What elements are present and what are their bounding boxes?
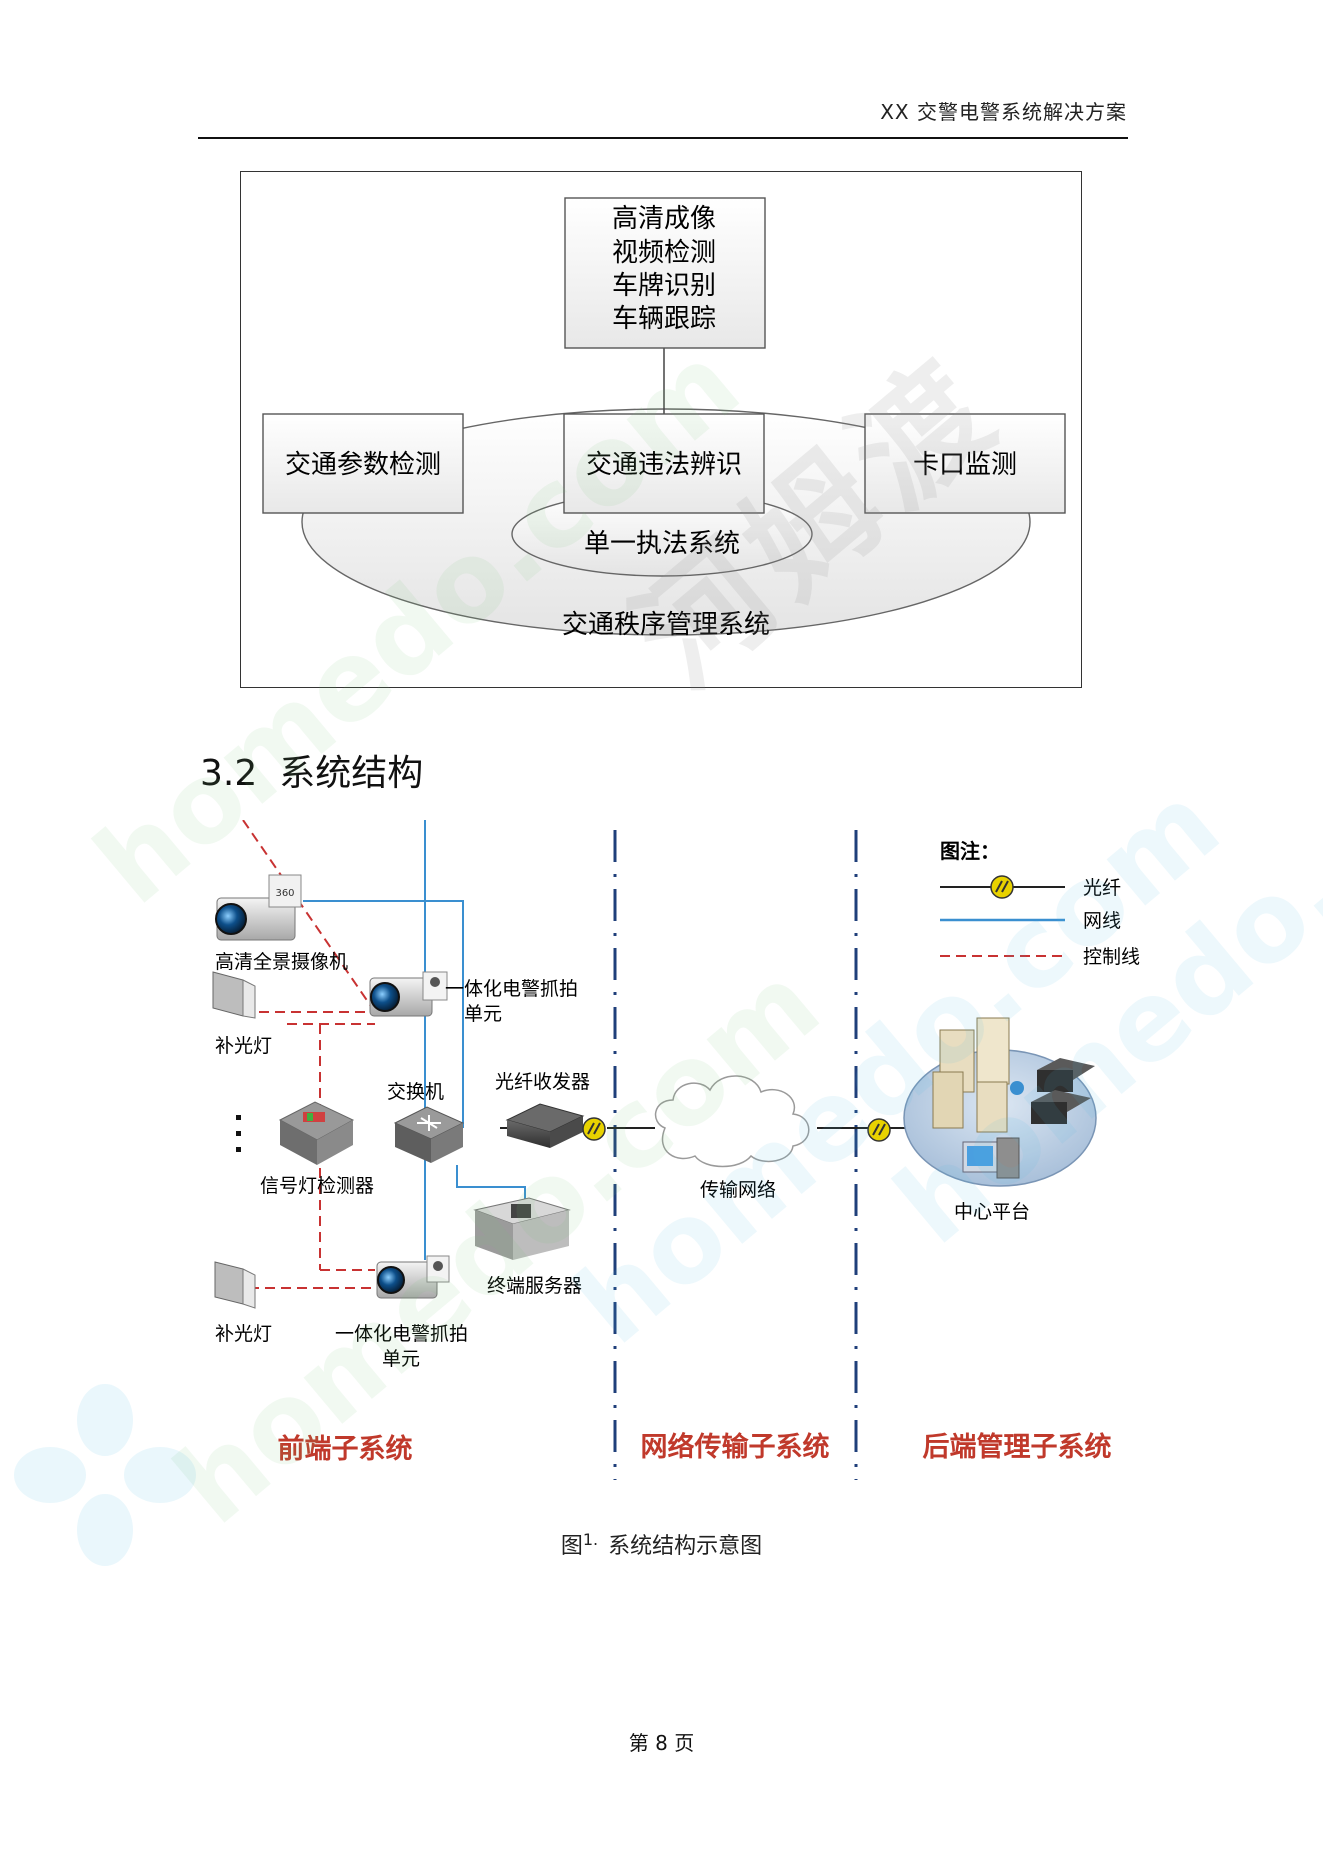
fiber-transceiver-label: 光纤收发器 [495,1071,590,1093]
panoramic-camera-label: 高清全景摄像机 [215,951,348,973]
section-title: 系统结构 [279,753,424,794]
section-number: 3.2 [200,753,258,794]
control-lines [233,820,376,1289]
section-heading: 3.2 系统结构 [200,744,423,796]
switch-icon [393,1106,465,1163]
capture-unit-bottom-label-1: 一体化电警抓拍 [335,1323,468,1345]
structure-diagram: 360 高清全景摄像机 一体化电警抓拍 单元 补光灯 信号灯检测器 交换机 光 [212,820,1140,1480]
top-box-line-3: 车牌识别 [612,271,716,301]
back-subsystem-label: 后端管理子系统 [923,1431,1112,1463]
capture-unit-top-label-1: 一体化电警抓拍 [445,978,578,1000]
caption-text: 系统结构示意图 [608,1534,763,1559]
fill-light-bottom-icon [214,1261,256,1309]
figure-caption: 图1. 系统结构示意图 [0,1528,1323,1560]
header-title: XX 交警电警系统解决方案 [880,100,1127,124]
concept-diagram-frame: 高清成像 视频检测 车牌识别 车辆跟踪 交通参数检测 交通违法辨识 卡口监测 单… [240,171,1082,688]
legend-fiber-icon [990,875,1014,899]
svg-text:360: 360 [275,888,294,899]
right-box-label: 卡口监测 [913,450,1017,480]
fiber-symbol-1-icon [582,1117,606,1141]
legend-title: 图注： [940,839,1000,863]
header-rule [198,137,1128,139]
fill-light-bottom-label: 补光灯 [215,1323,272,1345]
top-box-line-1: 高清成像 [612,204,716,234]
center-box [563,413,765,514]
fiber-transceiver-icon [505,1103,585,1148]
left-box-label: 交通参数检测 [285,450,441,480]
legend-network-label: 网线 [1083,910,1121,932]
network-subsystem-label: 网络传输子系统 [641,1431,830,1463]
top-box [564,197,766,349]
transport-network-label: 传输网络 [700,1179,776,1201]
ellipsis-dots [236,1115,241,1152]
switch-label: 交换机 [387,1081,444,1103]
outer-ellipse-label: 交通秩序管理系统 [562,610,770,640]
center-platform-label: 中心平台 [954,1201,1030,1223]
watermark-flower-icon [14,1384,196,1566]
front-subsystem-label: 前端子系统 [278,1433,413,1465]
caption-prefix: 图 [560,1534,583,1559]
concept-diagram: 高清成像 视频检测 车牌识别 车辆跟踪 交通参数检测 交通违法辨识 卡口监测 单… [262,197,1066,640]
signal-detector-icon [278,1101,355,1165]
center-box-label: 交通违法辨识 [586,450,742,480]
cloud-icon [654,1075,810,1168]
storage-device-icon [1031,1058,1095,1124]
fill-light-top-label: 补光灯 [215,1035,272,1057]
panoramic-camera-icon: 360 [215,874,302,941]
left-box [262,413,464,514]
top-box-line-2: 视频检测 [612,238,716,268]
workstation-icon [962,1137,1020,1179]
capture-unit-bottom-label-2: 单元 [382,1348,420,1370]
fiber-symbol-2-icon [867,1118,891,1142]
legend-control-label: 控制线 [1083,946,1140,968]
right-box [864,413,1066,514]
inner-ellipse-label: 单一执法系统 [584,529,740,559]
server-cluster-icon [932,1017,1024,1133]
top-box-line-4: 车辆跟踪 [612,304,716,334]
terminal-server-icon [473,1197,571,1260]
legend-fiber-label: 光纤 [1083,877,1121,899]
capture-unit-top-icon [369,971,448,1017]
page-number: 第 8 页 [628,1731,695,1755]
fill-light-top-icon [212,971,256,1019]
capture-unit-top-label-2: 单元 [464,1003,502,1025]
caption-number: 1. [582,1529,599,1549]
capture-unit-bottom-icon [376,1255,450,1299]
signal-detector-label: 信号灯检测器 [260,1175,374,1197]
terminal-server-label: 终端服务器 [487,1275,582,1297]
